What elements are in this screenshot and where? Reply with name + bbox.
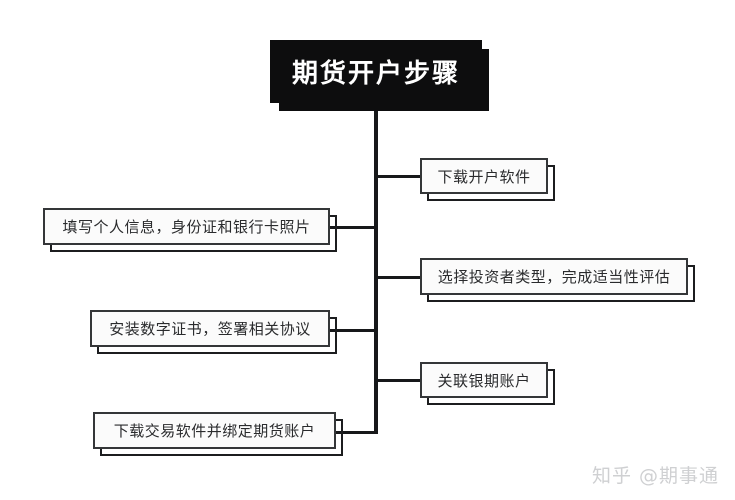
node-link-bank-account-label: 关联银期账户 [437,371,531,390]
branch-line-choose-investor-type [376,276,422,279]
trunk-line [374,103,378,434]
node-download-account-software-label: 下载开户软件 [437,167,531,186]
node-fill-personal-info-label: 填写个人信息，身份证和银行卡照片 [62,218,311,236]
title-node: 期货开户步骤 [270,40,482,103]
branch-line-download-account-software [376,175,422,178]
node-download-trading-software[interactable]: 下载交易软件并绑定期货账户 [93,412,336,449]
watermark: 知乎 @期事通 [591,465,719,487]
branch-line-install-certificate [330,329,376,332]
node-install-certificate[interactable]: 安装数字证书，签署相关协议 [90,310,330,347]
branch-line-fill-personal-info [330,226,376,229]
node-choose-investor-type[interactable]: 选择投资者类型，完成适当性评估 [420,258,688,295]
node-choose-investor-type-label: 选择投资者类型，完成适当性评估 [437,268,671,286]
node-download-account-software[interactable]: 下载开户软件 [420,158,548,194]
node-link-bank-account[interactable]: 关联银期账户 [420,362,548,398]
title-node-label: 期货开户步骤 [291,59,460,89]
node-download-trading-software-label: 下载交易软件并绑定期货账户 [113,422,316,440]
node-fill-personal-info[interactable]: 填写个人信息，身份证和银行卡照片 [43,208,330,245]
branch-line-download-trading-software [333,431,376,434]
branch-line-link-bank-account [376,379,422,382]
node-install-certificate-label: 安装数字证书，签署相关协议 [109,320,311,338]
